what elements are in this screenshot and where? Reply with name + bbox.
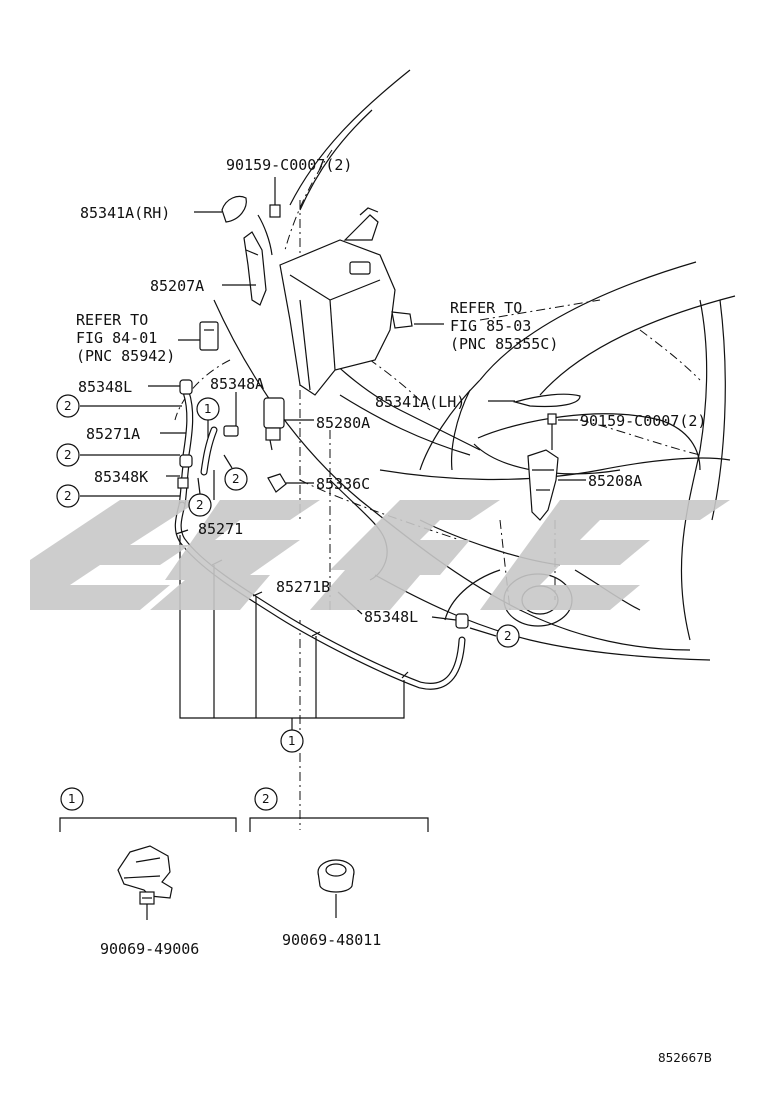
- label-nozzle-85207a: 85207A: [150, 277, 204, 295]
- label-hose-85271b: 85271B: [276, 578, 330, 596]
- callout-2-c: 2: [224, 467, 248, 491]
- washer-pump: [263, 397, 285, 451]
- callout-1-legend: 1: [60, 787, 84, 811]
- label-joint-85348l-top: 85348L: [78, 378, 132, 396]
- label-nozzle-85208a: 85208A: [588, 472, 642, 490]
- label-refer-right-2: FIG 85-03: [450, 317, 531, 335]
- watermark-glyph: [150, 500, 320, 610]
- label-joint-85348k: 85348K: [94, 468, 148, 486]
- label-joint-85348a: 85348A: [210, 375, 264, 393]
- part-labels: 90159-C0007(2) 85341A(RH) 85207A REFER T…: [76, 156, 706, 626]
- label-hose-85271: 85271: [198, 520, 243, 538]
- nozzle-rh: [243, 204, 281, 306]
- svg-text:1: 1: [204, 402, 212, 416]
- nozzle-lh: [527, 413, 559, 521]
- svg-text:2: 2: [504, 629, 512, 643]
- label-refer-right-1: REFER TO: [450, 299, 522, 317]
- watermark-glyph: [480, 500, 730, 610]
- circled-callouts: 2 1 2 2 2 2 2 1 1 2: [56, 394, 520, 811]
- clip-90069-48011-icon: [317, 859, 355, 918]
- label-bolt-right: 90159-C0007(2): [580, 412, 706, 430]
- label-part-clamp: 90069-49006: [100, 940, 199, 958]
- svg-text:2: 2: [232, 472, 240, 486]
- callout-2-d: 2: [56, 484, 80, 508]
- callout-2-f: 2: [496, 624, 520, 648]
- label-refer-left-3: (PNC 85942): [76, 347, 175, 365]
- callout-2-legend: 2: [254, 787, 278, 811]
- svg-text:1: 1: [68, 792, 76, 806]
- label-joint-85348l-bottom: 85348L: [364, 608, 418, 626]
- svg-text:2: 2: [64, 448, 72, 462]
- label-refer-left-1: REFER TO: [76, 311, 148, 329]
- clip-85336c-part: [267, 473, 287, 493]
- svg-text:2: 2: [64, 399, 72, 413]
- label-clip-85336c: 85336C: [316, 475, 370, 493]
- callout-1-a: 1: [196, 397, 220, 421]
- label-refer-right-3: (PNC 85355C): [450, 335, 558, 353]
- left-bracket: [199, 321, 219, 351]
- label-refer-left-2: FIG 84-01: [76, 329, 157, 347]
- clamp-90069-49006-icon: [117, 845, 173, 920]
- callout-2-b: 2: [56, 443, 80, 467]
- watermark-glyph: [30, 500, 200, 610]
- watermark-logo: [30, 500, 730, 610]
- callout-2-a: 2: [56, 394, 80, 418]
- hose-joints: [177, 379, 469, 629]
- label-cover-rh: 85341A(RH): [80, 204, 170, 222]
- callout-2-e: 2: [188, 493, 212, 517]
- svg-text:2: 2: [196, 498, 204, 512]
- label-bolt-top: 90159-C0007(2): [226, 156, 352, 174]
- label-hose-85271a: 85271A: [86, 425, 140, 443]
- legend-section: 90069-49006 90069-48011: [59, 817, 429, 958]
- label-pump-85280a: 85280A: [316, 414, 370, 432]
- svg-text:1: 1: [288, 734, 296, 748]
- label-cover-lh: 85341A(LH): [375, 393, 465, 411]
- washer-tank: [279, 207, 413, 396]
- svg-text:2: 2: [262, 792, 270, 806]
- svg-text:2: 2: [64, 489, 72, 503]
- label-part-clip: 90069-48011: [282, 931, 381, 949]
- cover-lh-part: [512, 393, 581, 408]
- figure-id: 852667B: [658, 1051, 712, 1065]
- cover-rh-part: [221, 195, 247, 223]
- callout-1-b: 1: [280, 729, 304, 753]
- vehicle-body-outline: [174, 69, 736, 830]
- watermark-glyph: [310, 500, 500, 610]
